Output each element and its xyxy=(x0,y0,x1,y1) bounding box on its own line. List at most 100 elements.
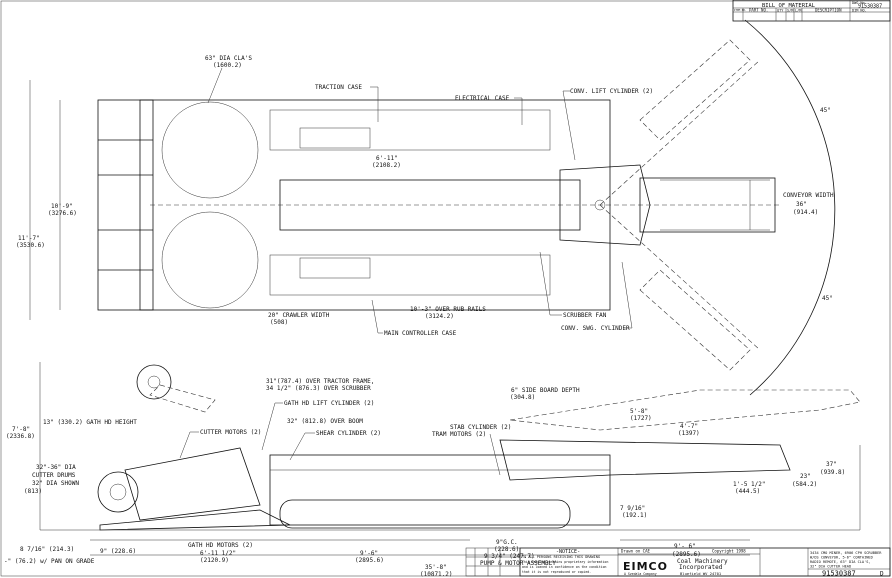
label-over-rub-rails-mm: (3124.2) xyxy=(425,313,454,320)
label-over-rub-rails: 10'-3" OVER RUB RAILS xyxy=(410,306,486,313)
notice-line-4: that it is not reproduced or copied. xyxy=(522,570,591,574)
bom-col-description: DESCRIPTION xyxy=(815,8,842,13)
company-logo: EIMCO xyxy=(623,560,668,573)
label-dim-5-8-mm: (1727) xyxy=(630,415,652,422)
label-dim-9: 9" (228.6) xyxy=(100,548,136,555)
label-gc: 9"G.C. xyxy=(496,539,518,546)
label-dim-8-7-16: 8 7/16" (214.3) xyxy=(20,546,74,553)
drawing-number: 91530387 xyxy=(822,570,856,578)
label-cutter-drums: 32"-36" DIA xyxy=(36,464,76,471)
label-scrubber-fan: SCRUBBER FAN xyxy=(563,312,607,319)
bom-col-dim: DIM NO. xyxy=(852,9,867,13)
side-cutter-drum-raised xyxy=(136,364,172,400)
label-side-board-depth-mm: (304.8) xyxy=(510,394,535,401)
label-width-mid: 6'-11" xyxy=(376,155,398,162)
label-crawler-width: 20" CRAWLER WIDTH xyxy=(268,312,330,319)
label-gath-hd-motors: GATH HD MOTORS (2) xyxy=(188,542,253,549)
drawing-title-4: 32" DIA CUTTER HEAD xyxy=(810,565,851,569)
plan-tail-conveyor xyxy=(639,177,776,233)
side-conveyor-tail xyxy=(499,439,791,481)
label-over-boom: 32" (812.8) OVER BOOM xyxy=(287,418,363,425)
plan-cutter-head xyxy=(97,99,154,311)
label-conveyor-width: CONVEYOR WIDTH xyxy=(783,192,834,199)
label-gath-hd-height: 13" (330.2) GATH HD HEIGHT xyxy=(43,419,137,426)
label-over-scrubber: 34 1/2" (876.3) OVER SCRUBBER xyxy=(266,385,371,392)
label-stab-cylinder: STAB CYLINDER (2) xyxy=(450,424,511,431)
label-dim-9-6-tail: 9'- 6" xyxy=(674,543,696,550)
label-traction-case: TRACTION CASE xyxy=(315,84,362,91)
label-electrical-case: ELECTRICAL CASE xyxy=(455,95,510,102)
label-over-tractor-frame: 31"(787.4) OVER TRACTOR FRAME, xyxy=(266,378,374,385)
bill-of-material: BILL OF MATERIAL DWG No. 91530387 ITEM N… xyxy=(732,0,891,22)
label-angle-bottom: 45° xyxy=(822,295,833,302)
bom-col-part: PART NO. xyxy=(749,8,768,13)
label-dim-5-8: 5'-8" xyxy=(630,408,648,415)
plan-swing-arc xyxy=(744,19,836,396)
label-len-35-8-mm: (10871.2) xyxy=(420,571,453,578)
label-angle-top: 45° xyxy=(820,107,831,114)
title-block: -NOTICE- TO ALL PERSONS RECEIVING THIS D… xyxy=(465,547,891,578)
drawing-title-2: W/DS CONVEYOR, 5-6" CONTAINED xyxy=(810,556,873,560)
drawn-on-cae: Drawn on CAE xyxy=(621,549,650,554)
plan-view: 63" DIA CLA'S (1600.2) TRACTION CASE ELE… xyxy=(16,19,836,396)
notice-line-3: and is loaned in confidence on the condi… xyxy=(522,565,607,569)
side-boom xyxy=(124,447,261,521)
label-dim-1-5-half: 1'-5 1/2" xyxy=(733,481,766,488)
bom-dwg-no: 91530387 xyxy=(858,4,882,10)
company-name-2: Incorporated xyxy=(679,564,723,571)
label-dim-23-mm: (584.2) xyxy=(792,481,817,488)
bom-dwg-no-label: DWG No. xyxy=(852,1,867,5)
label-len-9-6: 9'-6" xyxy=(360,550,378,557)
company-location: Bluefield WV 24701 xyxy=(680,571,722,576)
label-dim-4-7: 4'-7" xyxy=(680,423,698,430)
label-cla-dia-mm: (1600.2) xyxy=(213,62,242,69)
side-cutter-drum-lower xyxy=(97,471,139,513)
label-width-11-7: 11'-7" xyxy=(18,235,40,242)
bom-title: BILL OF MATERIAL xyxy=(762,3,816,9)
side-crawler xyxy=(279,499,571,529)
drawing-title-3: RADIO REMOTE, 63" DIA CLA'S, xyxy=(810,560,871,564)
label-main-controller-case: MAIN CONTROLLER CASE xyxy=(384,330,457,337)
plan-cla-upper xyxy=(161,101,259,199)
side-view: 31"(787.4) OVER TRACTOR FRAME, 34 1/2" (… xyxy=(4,362,861,578)
label-conveyor-width-mm: (914.4) xyxy=(793,209,818,216)
label-conv-swg-cylinder: CONV. SWG. CYLINDER xyxy=(561,325,630,332)
label-dim-37: 37" xyxy=(826,461,837,468)
label-dim-4-7-mm: (1397) xyxy=(678,430,700,437)
label-side-board-depth: 6" SIDE BOARD DEPTH xyxy=(511,387,580,394)
plan-cla-lower xyxy=(161,211,259,309)
label-conveyor-width-value: 36" xyxy=(796,201,807,208)
side-main-body xyxy=(269,454,611,526)
drawing-rev: D xyxy=(880,571,884,578)
label-cla-dia: 63" DIA CLA'S xyxy=(205,55,252,62)
label-dim-7-9-16-mm: (192.1) xyxy=(622,512,647,519)
label-dim-7-9-16: 7 9/16" xyxy=(620,505,645,512)
label-pump-motor: PUMP & MOTOR ASSEMBLY xyxy=(480,560,556,567)
bom-col-lm: L/M xyxy=(795,9,801,13)
label-height-7-8-mm: (2336.8) xyxy=(6,433,35,440)
label-len-35-8: 35'-8" xyxy=(425,564,447,571)
company-sub: A Svedala Company xyxy=(624,572,657,576)
plan-lower-crawler xyxy=(269,254,551,296)
label-len-9-6-mm: (2895.6) xyxy=(355,557,384,564)
notice-title: -NOTICE- xyxy=(556,549,580,555)
label-width-10-9-mm: (3276.6) xyxy=(48,210,77,217)
label-gath-hd-lift: GATH HD LIFT CYLINDER (2) xyxy=(284,400,374,407)
label-dia-shown: 32" DIA SHOWN xyxy=(32,480,79,487)
label-len-6-11-half: 6'-11 1/2" xyxy=(200,550,236,557)
label-conv-lift-cylinder: CONV. LIFT CYLINDER (2) xyxy=(570,88,653,95)
plan-upper-crawler xyxy=(269,109,551,151)
label-cutter-motors: CUTTER MOTORS (2) xyxy=(200,429,261,436)
label-height-7-8: 7'-8" xyxy=(12,426,30,433)
label-gc-mm: (228.6) xyxy=(494,546,519,553)
label-width-10-9: 10'-9" xyxy=(51,203,73,210)
label-dim-1-5-half-mm: (444.5) xyxy=(735,488,760,495)
bom-col-qty: QTY xyxy=(777,9,784,13)
plan-pivot xyxy=(594,199,606,211)
company-name-1: Coal Machinery xyxy=(677,558,728,565)
label-cutter-drums-2: CUTTER DRUMS xyxy=(32,472,76,479)
notice-line-1: TO ALL PERSONS RECEIVING THIS DRAWING xyxy=(522,555,600,559)
label-dim-23: 23" xyxy=(800,473,811,480)
